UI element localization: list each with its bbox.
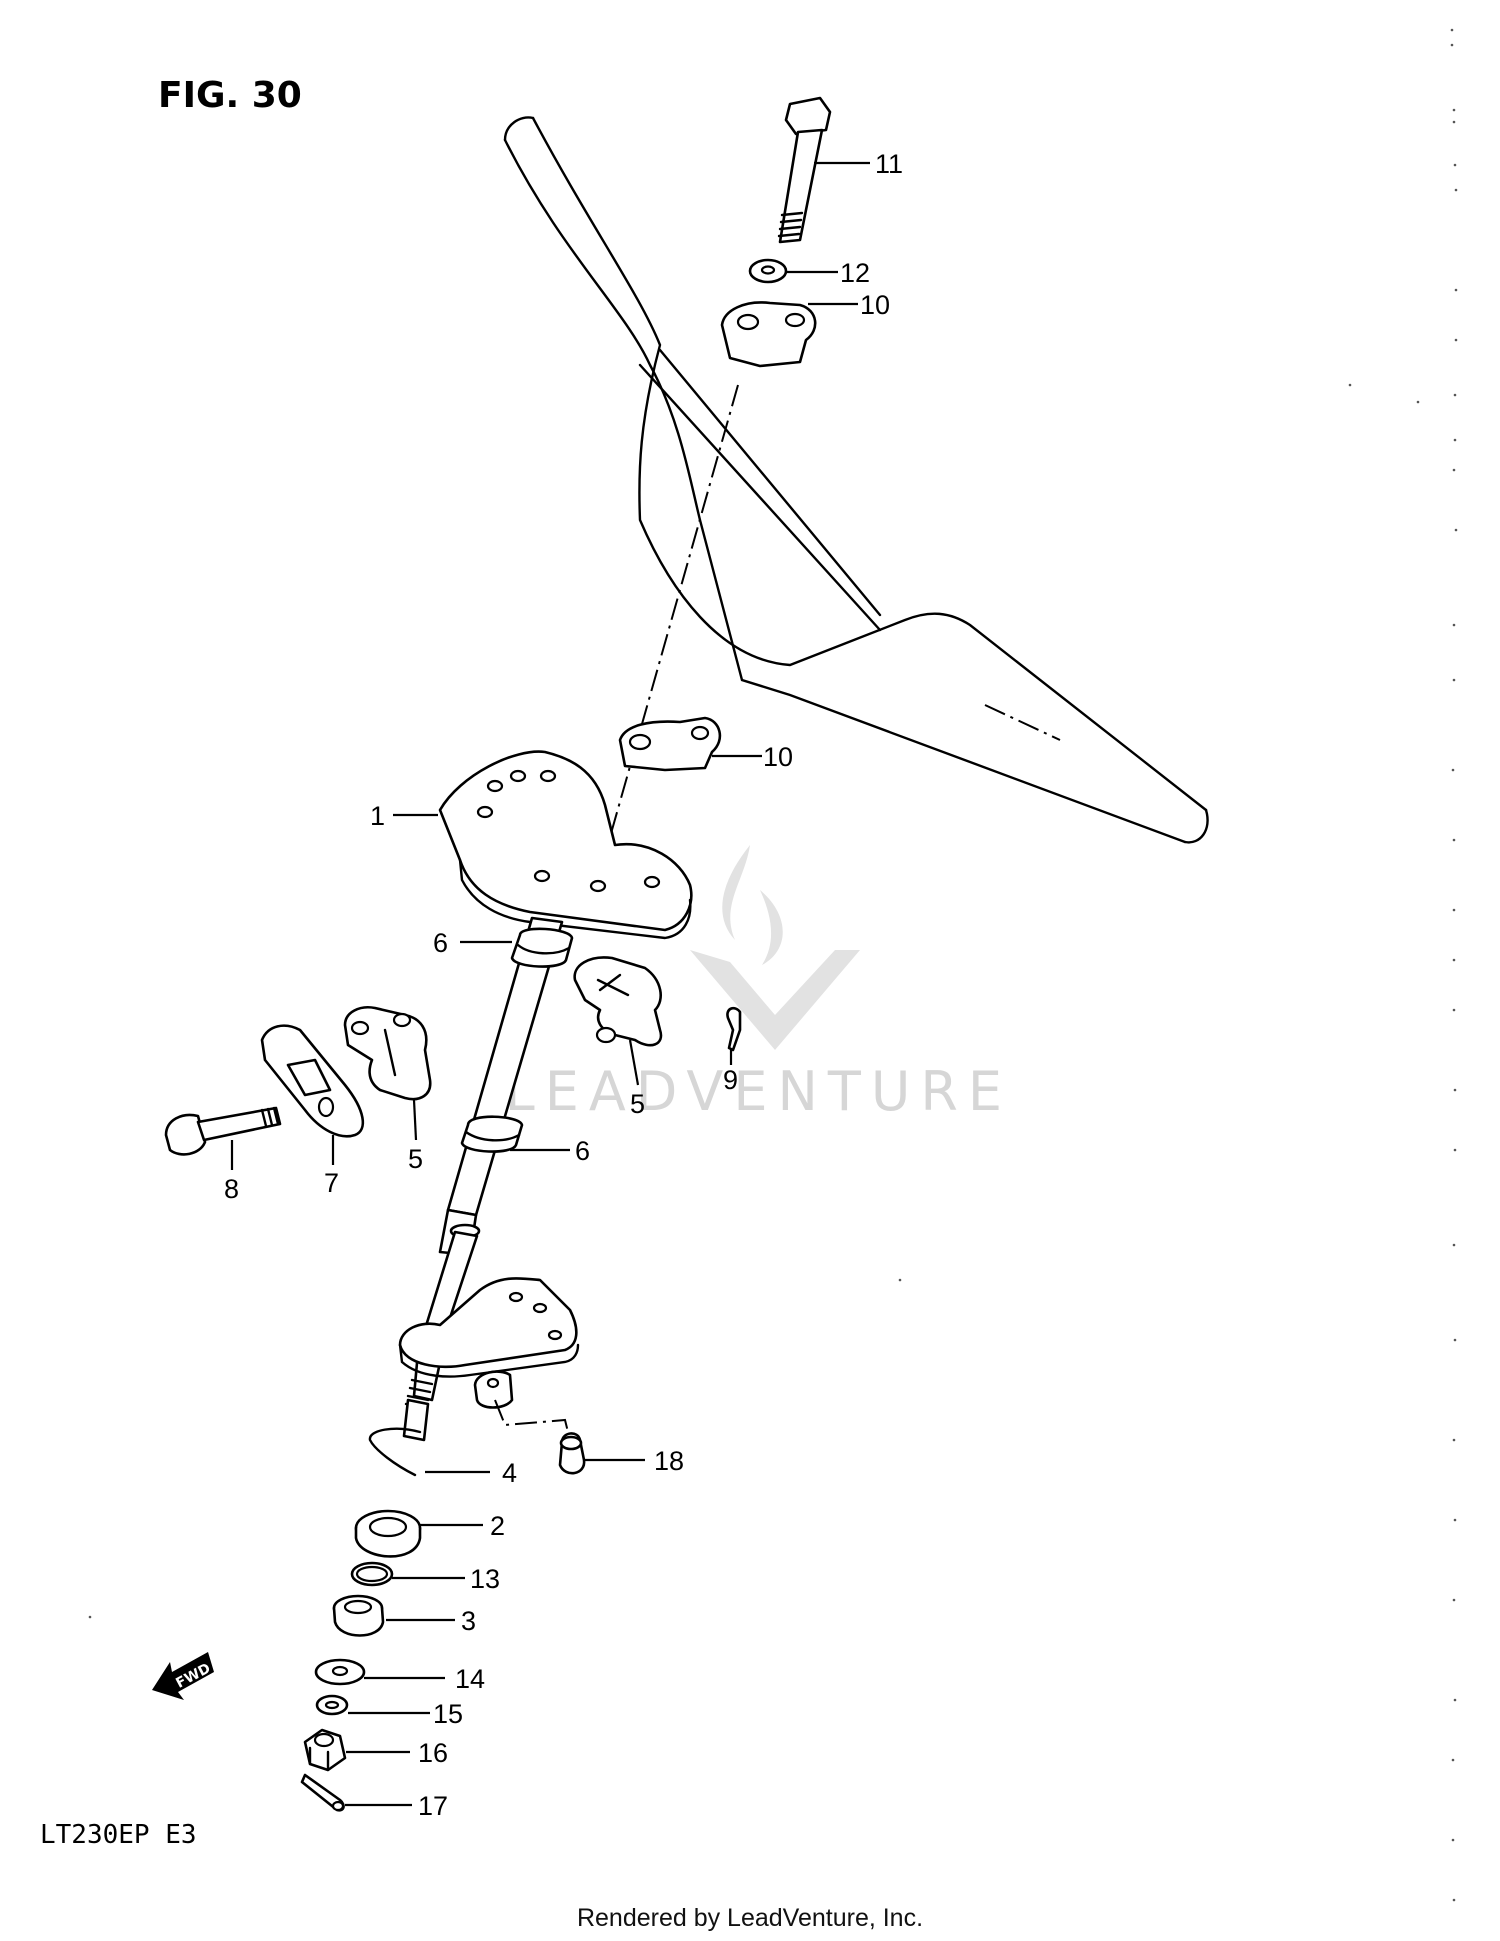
handlebar-centerline [984,704,1061,741]
callout-9: 9 [723,1065,738,1095]
callout-15: 15 [433,1699,463,1729]
callout-3: 3 [461,1606,476,1636]
callout-8: 8 [224,1174,239,1204]
lower-bracket [398,1277,580,1409]
watermark-text: LEADVENTURE [505,1060,1012,1123]
watermark: LEADVENTURE [505,845,1012,1123]
nut-16 [303,1728,347,1772]
handlebar [503,116,1209,844]
callout-2: 2 [490,1511,505,1541]
clamp-10-upper [720,301,817,368]
callout-16: 16 [418,1738,448,1768]
callout-7: 7 [324,1168,339,1198]
bracket-centerline [494,1399,571,1441]
bracket-5-right [573,956,663,1047]
cotter-pin-9 [726,1006,742,1052]
bolt-11 [777,96,832,244]
callout-10-upper: 10 [860,290,890,320]
callout-12: 12 [840,258,870,288]
washer-14 [314,1658,366,1686]
o-ring-13 [350,1561,394,1587]
callout-1: 1 [370,801,385,831]
callout-4: 4 [502,1458,517,1488]
callout-18: 18 [654,1446,684,1476]
bushing-6-upper [510,927,574,968]
figure-title: FIG. 30 [158,75,302,116]
spacer-7 [260,1024,365,1138]
callout-11: 11 [875,149,903,179]
washer-15 [315,1694,349,1716]
model-code: LT230EP E3 [40,1820,197,1850]
footer-credit: Rendered by LeadVenture, Inc. [577,1904,923,1932]
callout-5-right: 5 [630,1089,645,1119]
washer-12 [748,258,788,284]
circlip-4 [368,1427,422,1477]
bolt-8 [164,1106,282,1156]
clamp-10-lower [618,716,722,772]
assembly-centerline [594,384,739,891]
callout-14: 14 [455,1664,485,1694]
scan-edge-marks [88,28,1458,1902]
bearing-3 [332,1594,385,1637]
callout-17: 17 [418,1791,448,1821]
callout-6-upper: 6 [433,928,448,958]
callout-10-lower: 10 [763,742,793,772]
fwd-arrow-icon: FWD [152,1652,214,1700]
bushing-6-lower [460,1115,524,1153]
grease-nipple-18 [558,1432,586,1475]
handlebar-plate-1 [438,750,693,940]
cotter-pin-17 [300,1773,345,1812]
bearing-2 [354,1509,422,1558]
callout-6-lower: 6 [575,1136,590,1166]
callout-5-left: 5 [408,1144,423,1174]
bracket-5-left [343,1006,432,1101]
callout-13: 13 [470,1564,500,1594]
